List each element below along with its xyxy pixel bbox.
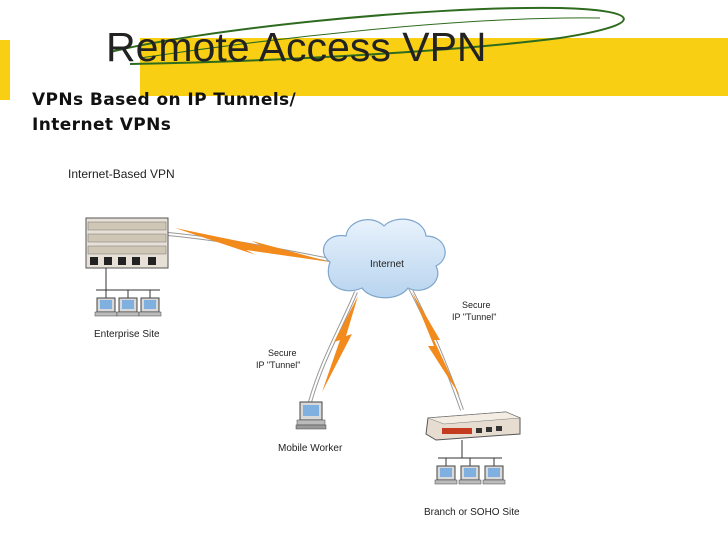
branch-lan bbox=[438, 440, 502, 466]
cloud-label: Internet bbox=[370, 259, 404, 270]
subtitle-line-1: VPNs Based on IP Tunnels/ bbox=[32, 90, 297, 110]
enterprise-lan bbox=[96, 268, 160, 298]
tunnel-left-line1: Secure bbox=[268, 348, 297, 358]
bolt-enterprise bbox=[175, 228, 330, 262]
enterprise-computers bbox=[94, 297, 162, 317]
computer-icon bbox=[482, 465, 506, 485]
tunnel-right-line1: Secure bbox=[462, 300, 491, 310]
diagram-heading: Internet-Based VPN bbox=[68, 167, 175, 181]
computer-icon bbox=[94, 297, 118, 317]
tunnel-right-line2: IP "Tunnel" bbox=[452, 312, 496, 322]
lightning-bolts bbox=[175, 228, 460, 396]
computer-icon bbox=[434, 465, 458, 485]
internet-cloud bbox=[323, 218, 446, 299]
branch-label: Branch or SOHO Site bbox=[424, 507, 520, 518]
branch-router-icon bbox=[425, 411, 521, 441]
bolt-branch bbox=[412, 292, 460, 396]
computer-icon bbox=[138, 297, 162, 317]
subtitle-line-2: Internet VPNs bbox=[32, 115, 172, 135]
slide-subtitle: VPNs Based on IP Tunnels/ Internet VPNs bbox=[32, 88, 296, 138]
branch-computers bbox=[434, 465, 506, 485]
computer-icon bbox=[458, 465, 482, 485]
computer-icon bbox=[116, 297, 140, 317]
mobile-label: Mobile Worker bbox=[278, 443, 343, 454]
mobile-worker-computer-icon bbox=[295, 401, 327, 430]
bolt-mobile bbox=[322, 296, 358, 392]
left-accent-bar bbox=[0, 40, 10, 100]
tunnel-left-line2: IP "Tunnel" bbox=[256, 360, 300, 370]
title-band bbox=[140, 38, 728, 96]
enterprise-router-rack bbox=[85, 217, 169, 269]
enterprise-label: Enterprise Site bbox=[94, 329, 160, 340]
slide-title: Remote Access VPN bbox=[106, 24, 487, 70]
